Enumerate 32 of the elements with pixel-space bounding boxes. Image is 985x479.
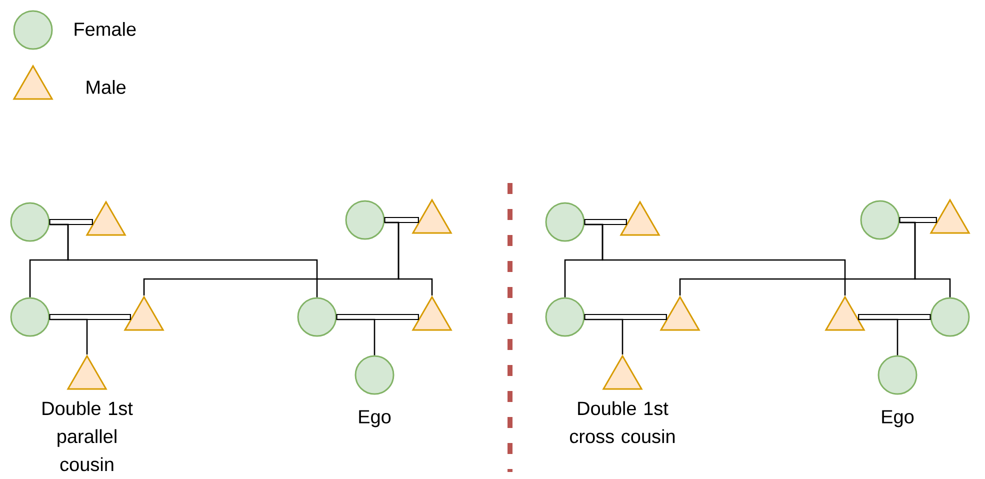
descent-line <box>50 318 88 354</box>
person-label: Double 1st parallel cousin <box>42 401 133 472</box>
female-circle <box>10 297 50 337</box>
marriage-line <box>584 218 627 226</box>
person-label: Ego <box>882 410 914 428</box>
legend-label: Female <box>74 22 136 36</box>
marriage-line <box>858 314 931 320</box>
female-circle <box>545 202 585 242</box>
female-circle <box>545 297 585 337</box>
descent-line <box>50 224 318 298</box>
female-circle <box>297 297 337 337</box>
female-circle <box>10 202 50 242</box>
marriage-line <box>49 218 93 226</box>
descent-line <box>584 224 846 296</box>
marriage-line <box>49 314 131 320</box>
descent-line <box>858 318 898 356</box>
person-label: Ego <box>359 410 391 428</box>
descent-line <box>384 222 433 296</box>
female-circle <box>878 355 918 395</box>
marriage-line <box>899 216 937 224</box>
female-circle <box>354 355 394 395</box>
female-circle <box>345 200 385 240</box>
descent-line <box>900 222 951 298</box>
person-label: Double 1st cross cousin <box>570 401 675 444</box>
descent-line <box>336 318 376 356</box>
marriage-line <box>584 314 667 320</box>
descent-line <box>584 318 624 354</box>
marriage-line <box>384 216 419 224</box>
marriage-line <box>336 314 419 320</box>
female-circle <box>860 200 900 240</box>
legend-label: Male <box>86 80 126 94</box>
female-circle <box>930 297 970 337</box>
